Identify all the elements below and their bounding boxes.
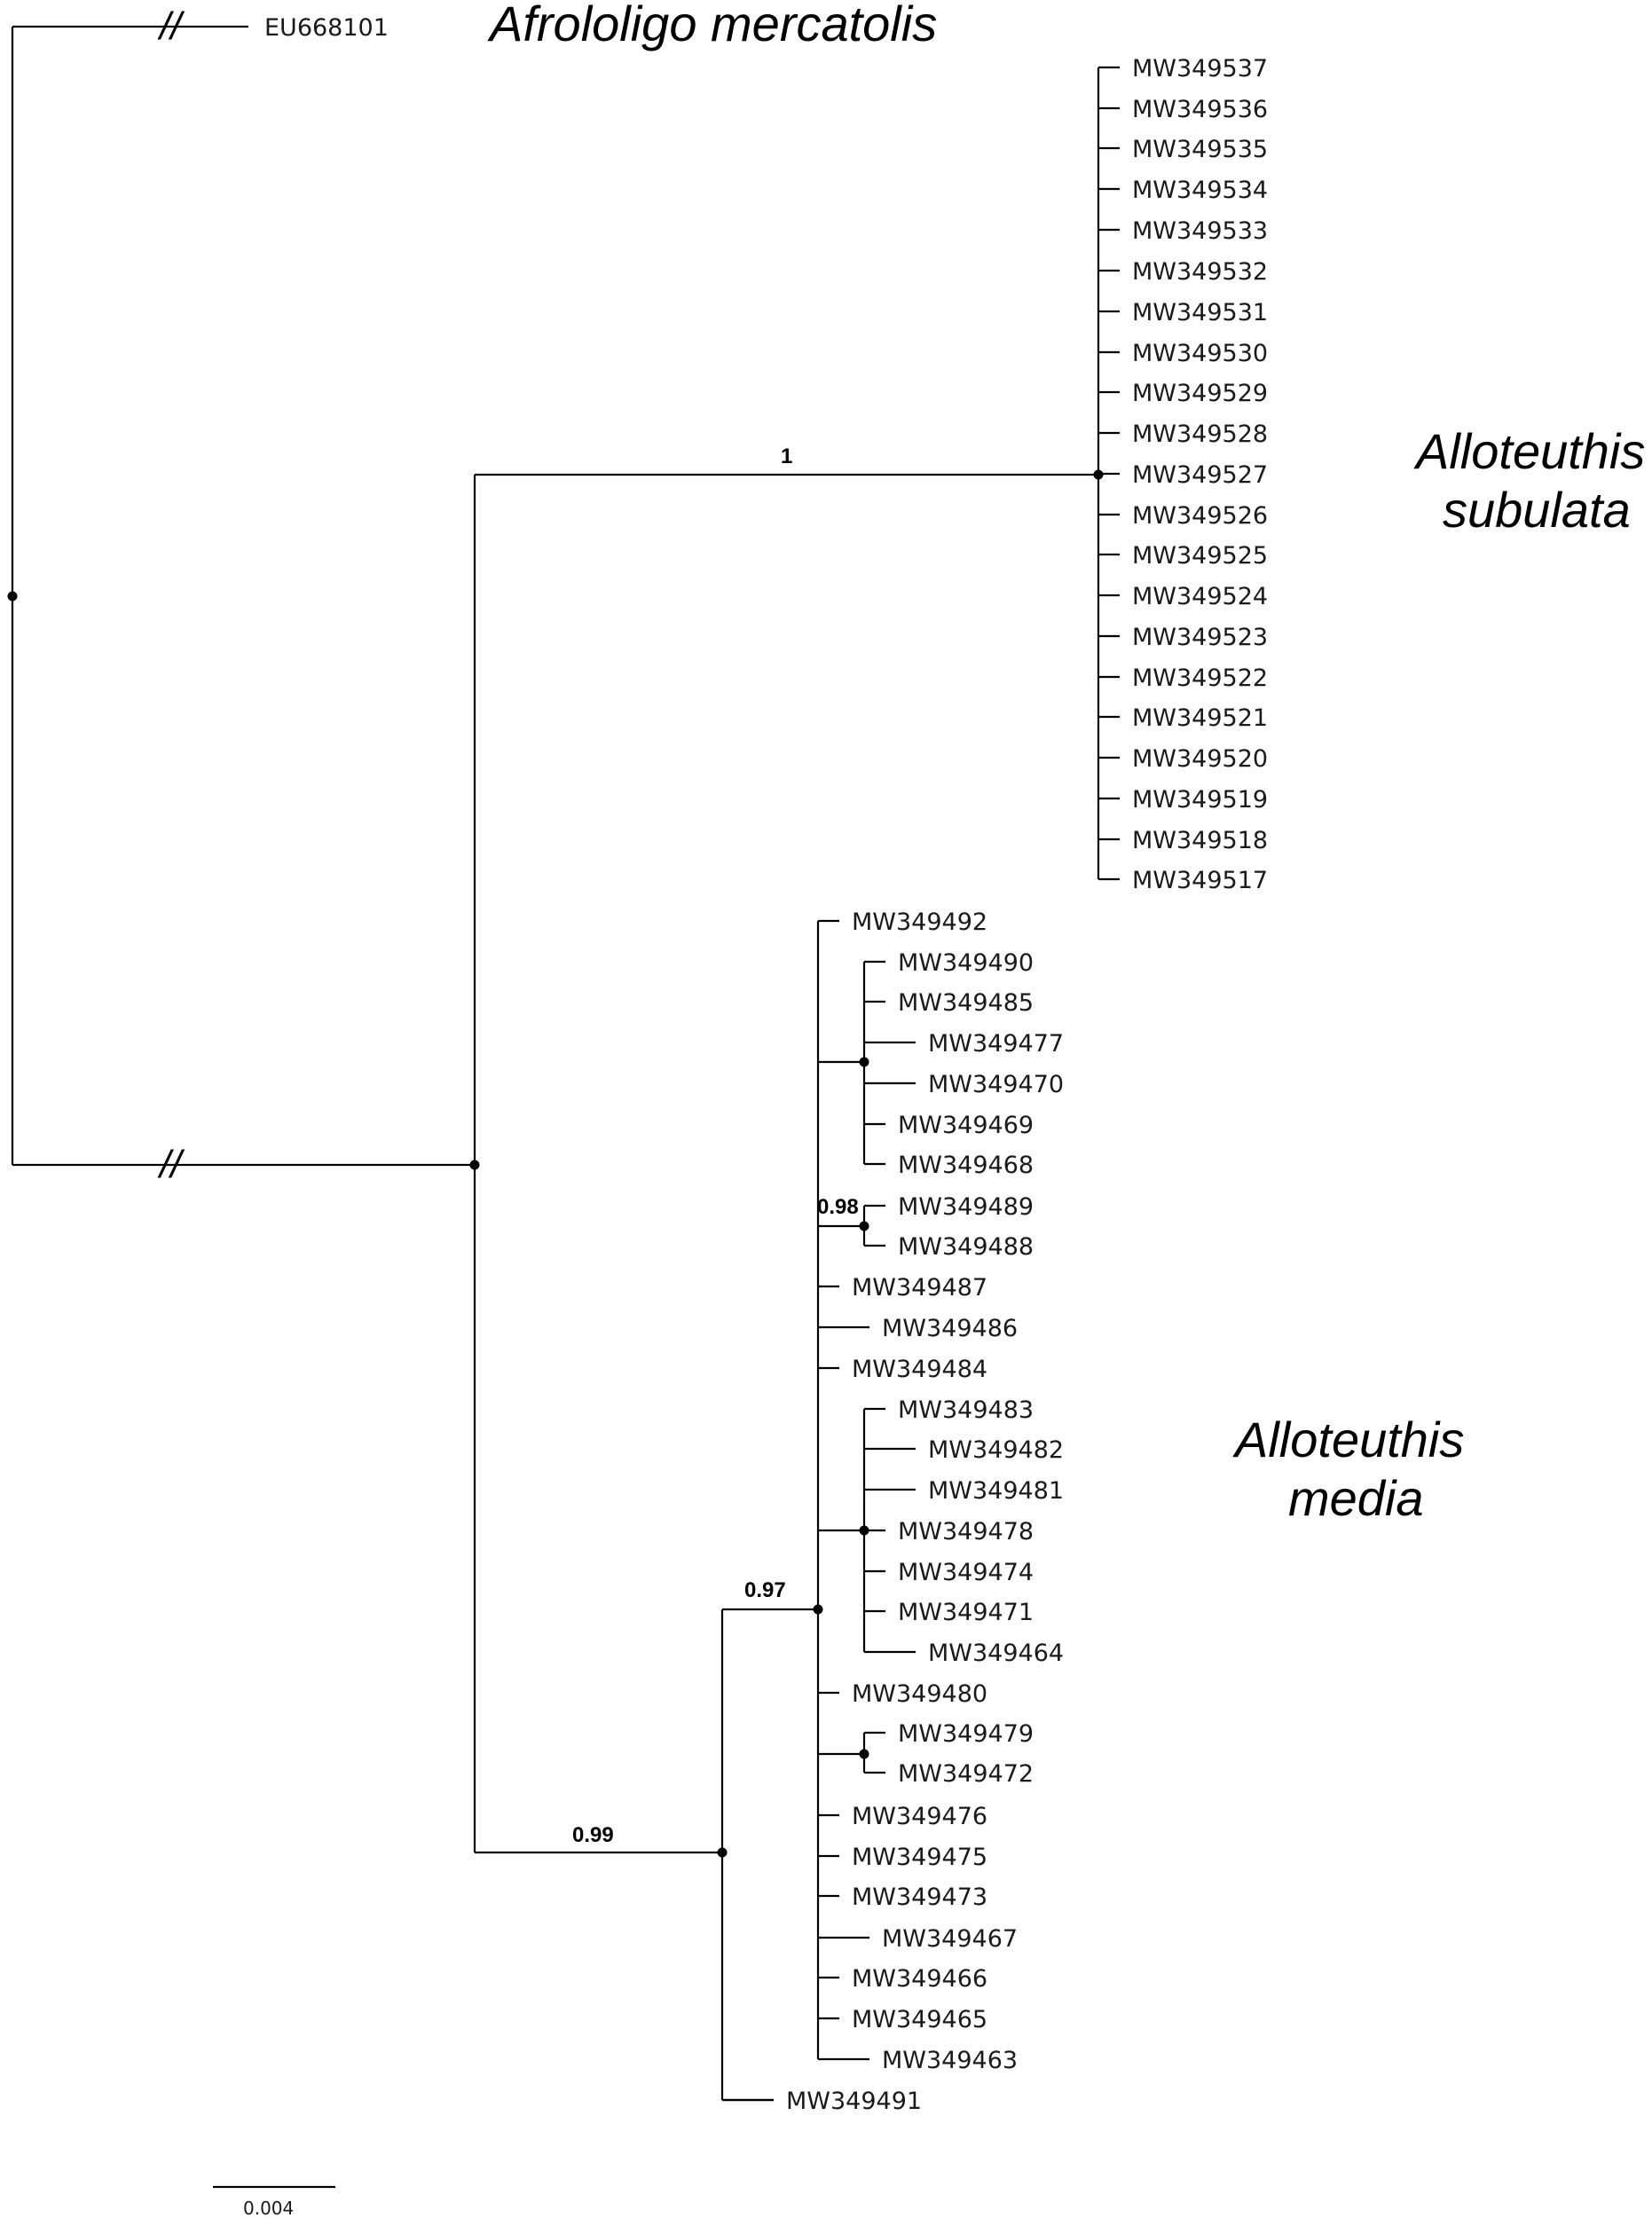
leaf-label: MW349519 (1132, 786, 1268, 814)
leaf-label: MW349487 (852, 1274, 987, 1302)
node-dot (859, 1221, 869, 1231)
leaf-label: MW349478 (898, 1518, 1034, 1546)
leaf-label: MW349517 (1132, 867, 1268, 894)
node-dot (859, 1525, 869, 1536)
subulata-tip-branches (1098, 66, 1120, 881)
leaf-label: MW349471 (898, 1599, 1034, 1626)
support-value-subulata: 1 (781, 444, 792, 468)
tree-branches (11, 25, 1120, 2102)
leaf-label: MW349527 (1132, 461, 1268, 489)
leaf-label: MW349530 (1132, 340, 1268, 367)
node-dot (469, 1160, 480, 1170)
leaf-label: MW349492 (852, 908, 987, 936)
leaf-label: MW349524 (1132, 583, 1268, 610)
leaf-label: MW349534 (1132, 177, 1268, 204)
clade-name-subulata-line2: subulata (1443, 482, 1631, 538)
leaf-label: MW349535 (1132, 136, 1268, 163)
leaf-label-outgroup: EU668101 (264, 14, 389, 42)
node-dot (859, 1057, 869, 1067)
leaf-label: MW349484 (852, 1356, 987, 1383)
leaf-label: MW349479 (898, 1720, 1034, 1748)
node-dot (1093, 469, 1104, 480)
leaf-label: MW349518 (1132, 827, 1268, 854)
leaf-label: MW349477 (928, 1030, 1064, 1058)
leaf-label: MW349537 (1132, 55, 1268, 83)
leaf-label: MW349525 (1132, 542, 1268, 570)
leaf-label: MW349463 (882, 2047, 1018, 2074)
leaf-label: MW349536 (1132, 96, 1268, 123)
leaf-label: MW349488 (898, 1233, 1034, 1261)
leaf-label: MW349490 (898, 949, 1034, 977)
support-value-sub-89-88: 0.98 (817, 1195, 859, 1219)
leaf-label: MW349491 (786, 2088, 922, 2115)
leaf-label: MW349483 (898, 1396, 1034, 1424)
tree-nodes (7, 469, 1104, 1858)
leaf-label: MW349464 (928, 1640, 1064, 1667)
leaf-label: MW349473 (852, 1884, 987, 1911)
leaf-label: MW349470 (928, 1071, 1064, 1098)
leaf-label: MW349472 (898, 1760, 1034, 1788)
clade-name-subulata-line1: Alloteuthis (1413, 423, 1645, 479)
media-tip-branches (722, 919, 916, 2102)
leaf-label: MW349531 (1132, 299, 1268, 326)
leaf-label: MW349480 (852, 1680, 987, 1708)
leaf-label: MW349533 (1132, 217, 1268, 245)
clade-name-media-line2: media (1288, 1470, 1424, 1526)
branch-break-outgroup: // (157, 4, 185, 48)
scale-bar-label: 0.004 (243, 2198, 294, 2218)
leaf-label: MW349532 (1132, 258, 1268, 286)
leaf-label: MW349489 (898, 1193, 1034, 1221)
leaf-label: MW349486 (882, 1315, 1018, 1342)
leaf-label: MW349482 (928, 1436, 1064, 1464)
clade-name-outgroup: Afrololigo mercatolis (487, 0, 937, 51)
node-dot (7, 591, 18, 602)
leaf-label: MW349475 (852, 1844, 987, 1871)
leaf-label: MW349474 (898, 1559, 1034, 1586)
subulata-leaf-labels: MW349537MW349536MW349535MW349534MW349533… (1132, 55, 1268, 894)
leaf-label: MW349469 (898, 1112, 1034, 1139)
leaf-label: MW349526 (1132, 502, 1268, 530)
media-leaf-labels: MW349492MW349490MW349485MW349477MW349470… (786, 908, 1064, 2115)
leaf-label: MW349522 (1132, 665, 1268, 692)
leaf-label: MW349485 (898, 989, 1034, 1017)
support-value-media-inner: 0.97 (744, 1578, 786, 1602)
support-value-media: 0.99 (572, 1823, 614, 1847)
node-dot (717, 1847, 728, 1858)
leaf-label: MW349529 (1132, 380, 1268, 407)
leaf-label: MW349468 (898, 1152, 1034, 1179)
leaf-label: MW349481 (928, 1477, 1064, 1505)
node-dot (813, 1604, 823, 1615)
leaf-label: MW349521 (1132, 704, 1268, 732)
leaf-label: MW349465 (852, 2006, 987, 2033)
leaf-label: MW349520 (1132, 745, 1268, 773)
branch-break-ingroup: // (157, 1143, 185, 1186)
leaf-label: MW349466 (852, 1965, 987, 1993)
leaf-label: MW349467 (882, 1925, 1018, 1953)
leaf-label: MW349523 (1132, 624, 1268, 651)
node-dot (859, 1749, 869, 1759)
clade-name-media-line1: Alloteuthis (1232, 1412, 1464, 1467)
leaf-label: MW349528 (1132, 421, 1268, 448)
leaf-label: MW349476 (852, 1803, 987, 1830)
